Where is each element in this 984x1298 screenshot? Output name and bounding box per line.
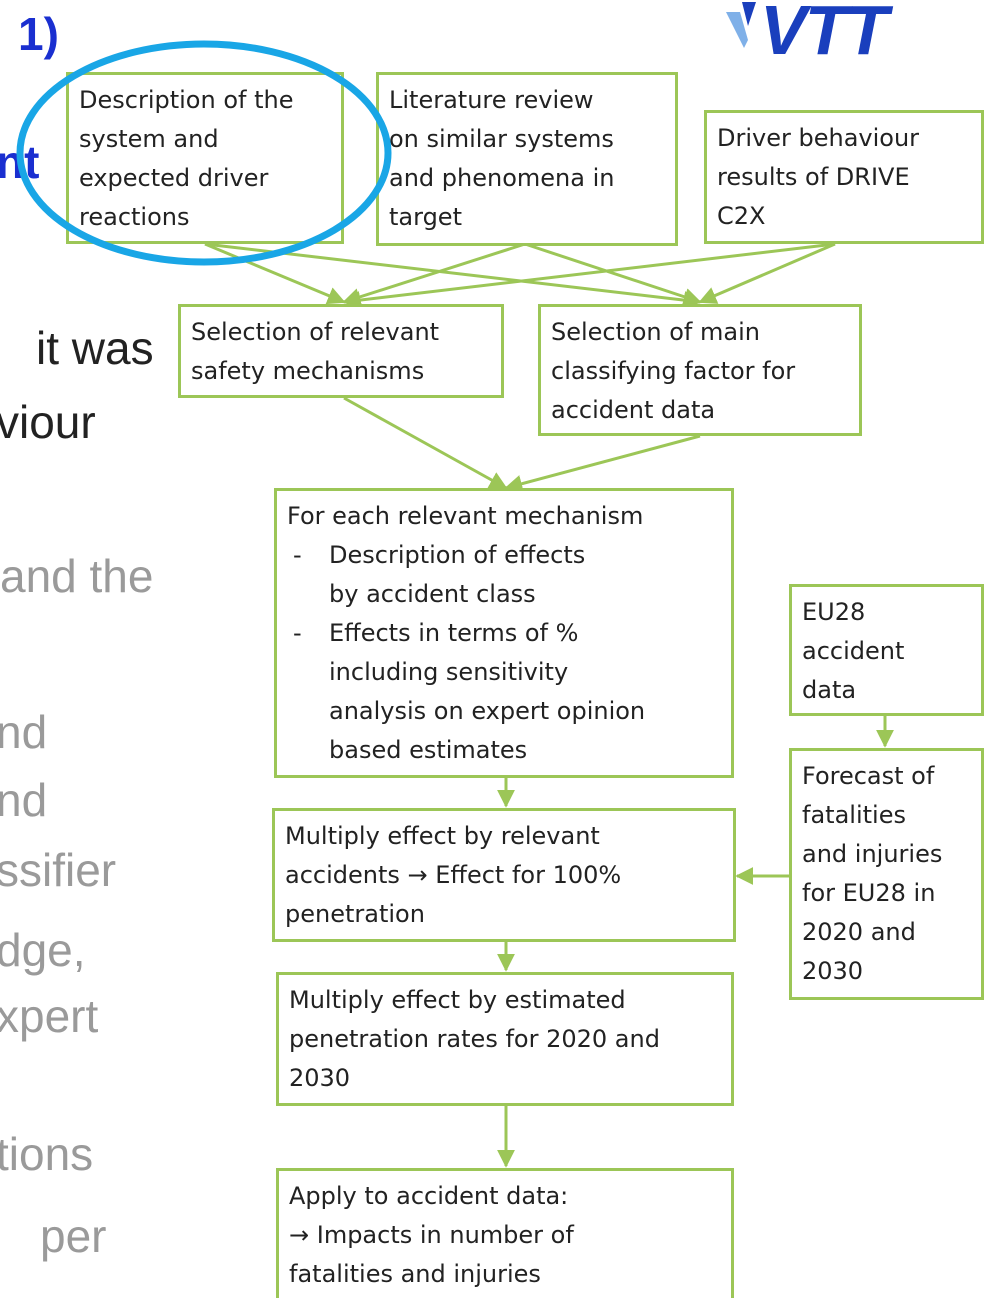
box-multiply-100-line-3: penetration [285,900,425,928]
box-mechanism-item-2: Effects in terms of % including sensitiv… [287,614,649,770]
box-description: Description of the system and expected d… [66,72,344,244]
box-literature-line-2: on similar systems [389,125,614,153]
box-mechanism-list: Description of effects by accident class… [287,536,721,770]
vtt-logo-text: VTT [760,0,893,62]
box-selection-classifying: Selection of main classifying factor for… [538,304,862,436]
body-fragment-2: viour [0,396,96,448]
box-forecast-line-2: fatalities [802,801,906,829]
box-multiply-100: Multiply effect by relevant accidents → … [272,808,736,942]
arrow-literature-to-safety [342,242,526,306]
box-forecast-line-6: 2030 [802,957,864,985]
body-fragment-3: and the [0,550,154,602]
box-literature: Literature review on similar systems and… [376,72,678,246]
box-literature-line-4: target [389,203,462,231]
body-fragment-8: xpert [0,990,99,1042]
box-multiply-rates-line-2: penetration rates for 2020 and [289,1025,660,1053]
box-apply-line-1: Apply to accident data: [289,1182,569,1210]
box-description-line-1: Description of the [79,86,294,114]
arrow-driver-to-safety [342,242,836,310]
box-selection-safety-line-2: safety mechanisms [191,357,425,385]
body-fragment-10: per [40,1210,107,1262]
box-forecast-line-1: Forecast of [802,762,935,790]
arrow-classifying-to-mechanism [504,434,701,493]
box-literature-line-1: Literature review [389,86,594,114]
box-multiply-rates-line-3: 2030 [289,1064,351,1092]
box-multiply-rates: Multiply effect by estimated penetration… [276,972,734,1106]
box-selection-classifying-line-1: Selection of main [551,318,760,346]
arrow-safety-to-mechanism [343,396,508,490]
arrow-description-to-safety [204,242,346,305]
box-apply-line-2: → Impacts in number of [289,1221,574,1249]
arrow-driver-to-classifying [698,242,836,304]
body-fragment-4: nd [0,706,48,758]
body-fragment-5: nd [0,774,48,826]
heading-fragment-1: 1) [18,8,59,60]
box-each-mechanism: For each relevant mechanism Description … [274,488,734,778]
box-mechanism-title: For each relevant mechanism [287,502,644,530]
box-driver-behaviour: Driver behaviour results of DRIVE C2X [704,110,984,244]
box-eu28-line-1: EU28 [802,598,866,626]
box-forecast-line-5: 2020 and [802,918,916,946]
highlight-ring [16,40,392,266]
box-selection-safety: Selection of relevant safety mechanisms [178,304,504,398]
box-apply-line-3: fatalities and injuries [289,1260,541,1288]
box-apply: Apply to accident data: → Impacts in num… [276,1168,734,1298]
box-description-line-2: system and [79,125,219,153]
box-multiply-100-line-1: Multiply effect by relevant [285,822,600,850]
box-forecast-line-3: and injuries [802,840,943,868]
box-driver-line-1: Driver behaviour [717,124,920,152]
box-eu28-data: EU28 accident data [789,584,984,716]
body-fragment-6: ssifier [0,844,117,896]
box-driver-line-2: results of DRIVE [717,163,910,191]
box-eu28-line-2: accident [802,637,905,665]
box-selection-classifying-line-3: accident data [551,396,716,424]
box-forecast: Forecast of fatalities and injuries for … [789,748,984,1000]
box-mechanism-item-1: Description of effects by accident class [287,536,619,614]
box-selection-safety-line-1: Selection of relevant [191,318,440,346]
box-description-line-3: expected driver [79,164,269,192]
box-multiply-100-line-2: accidents → Effect for 100% [285,861,622,889]
body-fragment-1: it was [36,322,154,374]
box-driver-line-3: C2X [717,202,766,230]
arrow-literature-to-classifying [524,242,702,306]
body-fragment-7: dge, [0,924,86,976]
box-forecast-line-4: for EU28 in [802,879,936,907]
box-description-line-4: reactions [79,203,190,231]
vtt-logo: VTT [726,0,895,62]
box-eu28-line-3: data [802,676,857,704]
box-literature-line-3: and phenomena in [389,164,615,192]
body-fragment-9: tions [0,1128,94,1180]
box-selection-classifying-line-2: classifying factor for [551,357,796,385]
box-multiply-rates-line-1: Multiply effect by estimated [289,986,626,1014]
